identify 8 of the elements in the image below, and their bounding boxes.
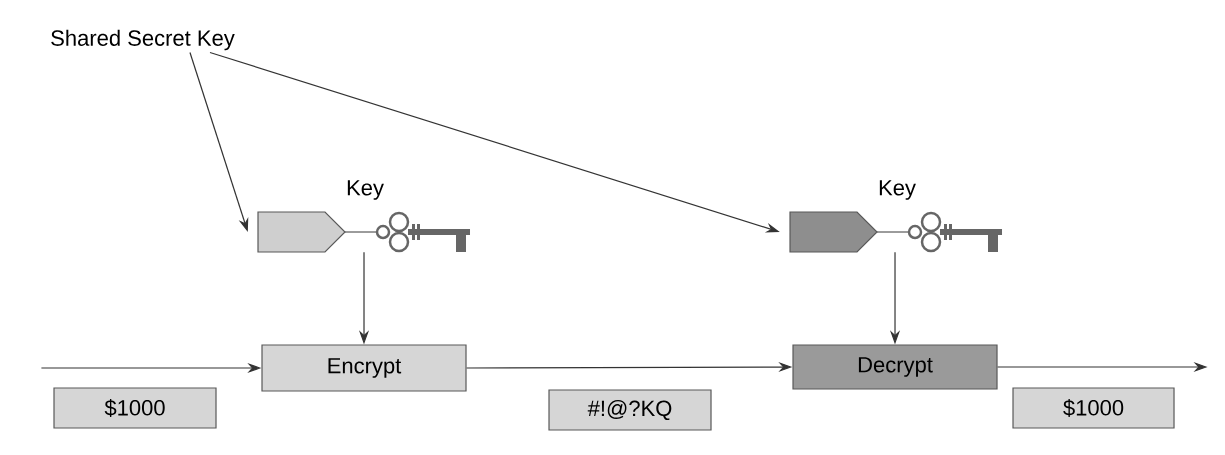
key-label: Shared Secret Key: [51, 29, 235, 51]
process-box: Decrypt: [792, 344, 998, 390]
key-label: Key: [879, 180, 916, 200]
data-box: #!@?KQ: [548, 389, 712, 431]
data-box: $1000: [1012, 387, 1175, 429]
process-box: Encrypt: [261, 344, 467, 392]
key-label: Key: [347, 180, 384, 200]
data-box: $1000: [53, 387, 217, 429]
